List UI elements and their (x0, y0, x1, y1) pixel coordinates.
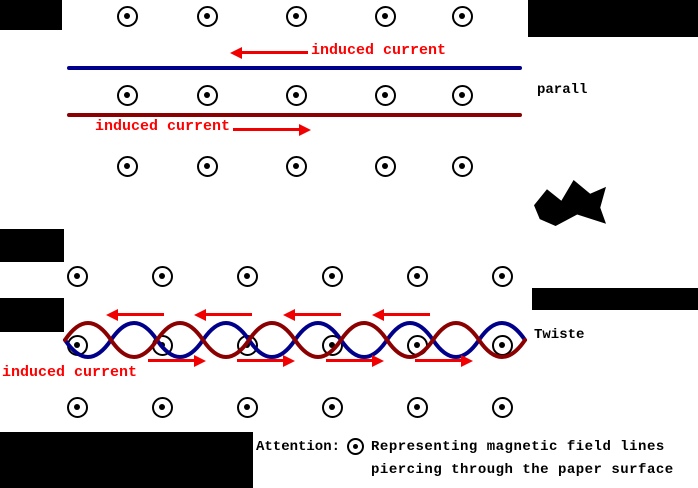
mask-left-strip-2 (0, 298, 64, 332)
mask-top-left (0, 0, 62, 30)
induced-current-label-top: induced current (311, 42, 447, 59)
top-induced-current-arrow (230, 46, 308, 59)
mask-right-strip (532, 288, 698, 310)
twisted-wire-red (63, 321, 527, 359)
mask-left-strip-1 (0, 229, 64, 262)
attention-label: Attention: (256, 439, 341, 455)
mid-induced-current-arrow (233, 123, 311, 136)
parallel-wires-label: parall (537, 82, 588, 98)
mask-bottom-left (0, 432, 253, 488)
attention-line-2: piercing through the paper surface (371, 462, 674, 478)
twisted-wires-label: Twiste (534, 327, 585, 343)
attention-text: Representing magnetic field lines pierci… (371, 436, 674, 482)
straight-wire-red (67, 113, 522, 117)
attention-note: Attention: Representing magnetic field l… (256, 436, 696, 482)
mask-top-right (528, 0, 698, 37)
field-out-of-page-icon (347, 438, 365, 455)
attention-line-1: Representing magnetic field lines (371, 439, 665, 455)
induced-current-label-bottom: induced current (2, 364, 138, 381)
straight-wire-blue (67, 66, 522, 70)
induced-current-label-mid: induced current (95, 118, 231, 135)
